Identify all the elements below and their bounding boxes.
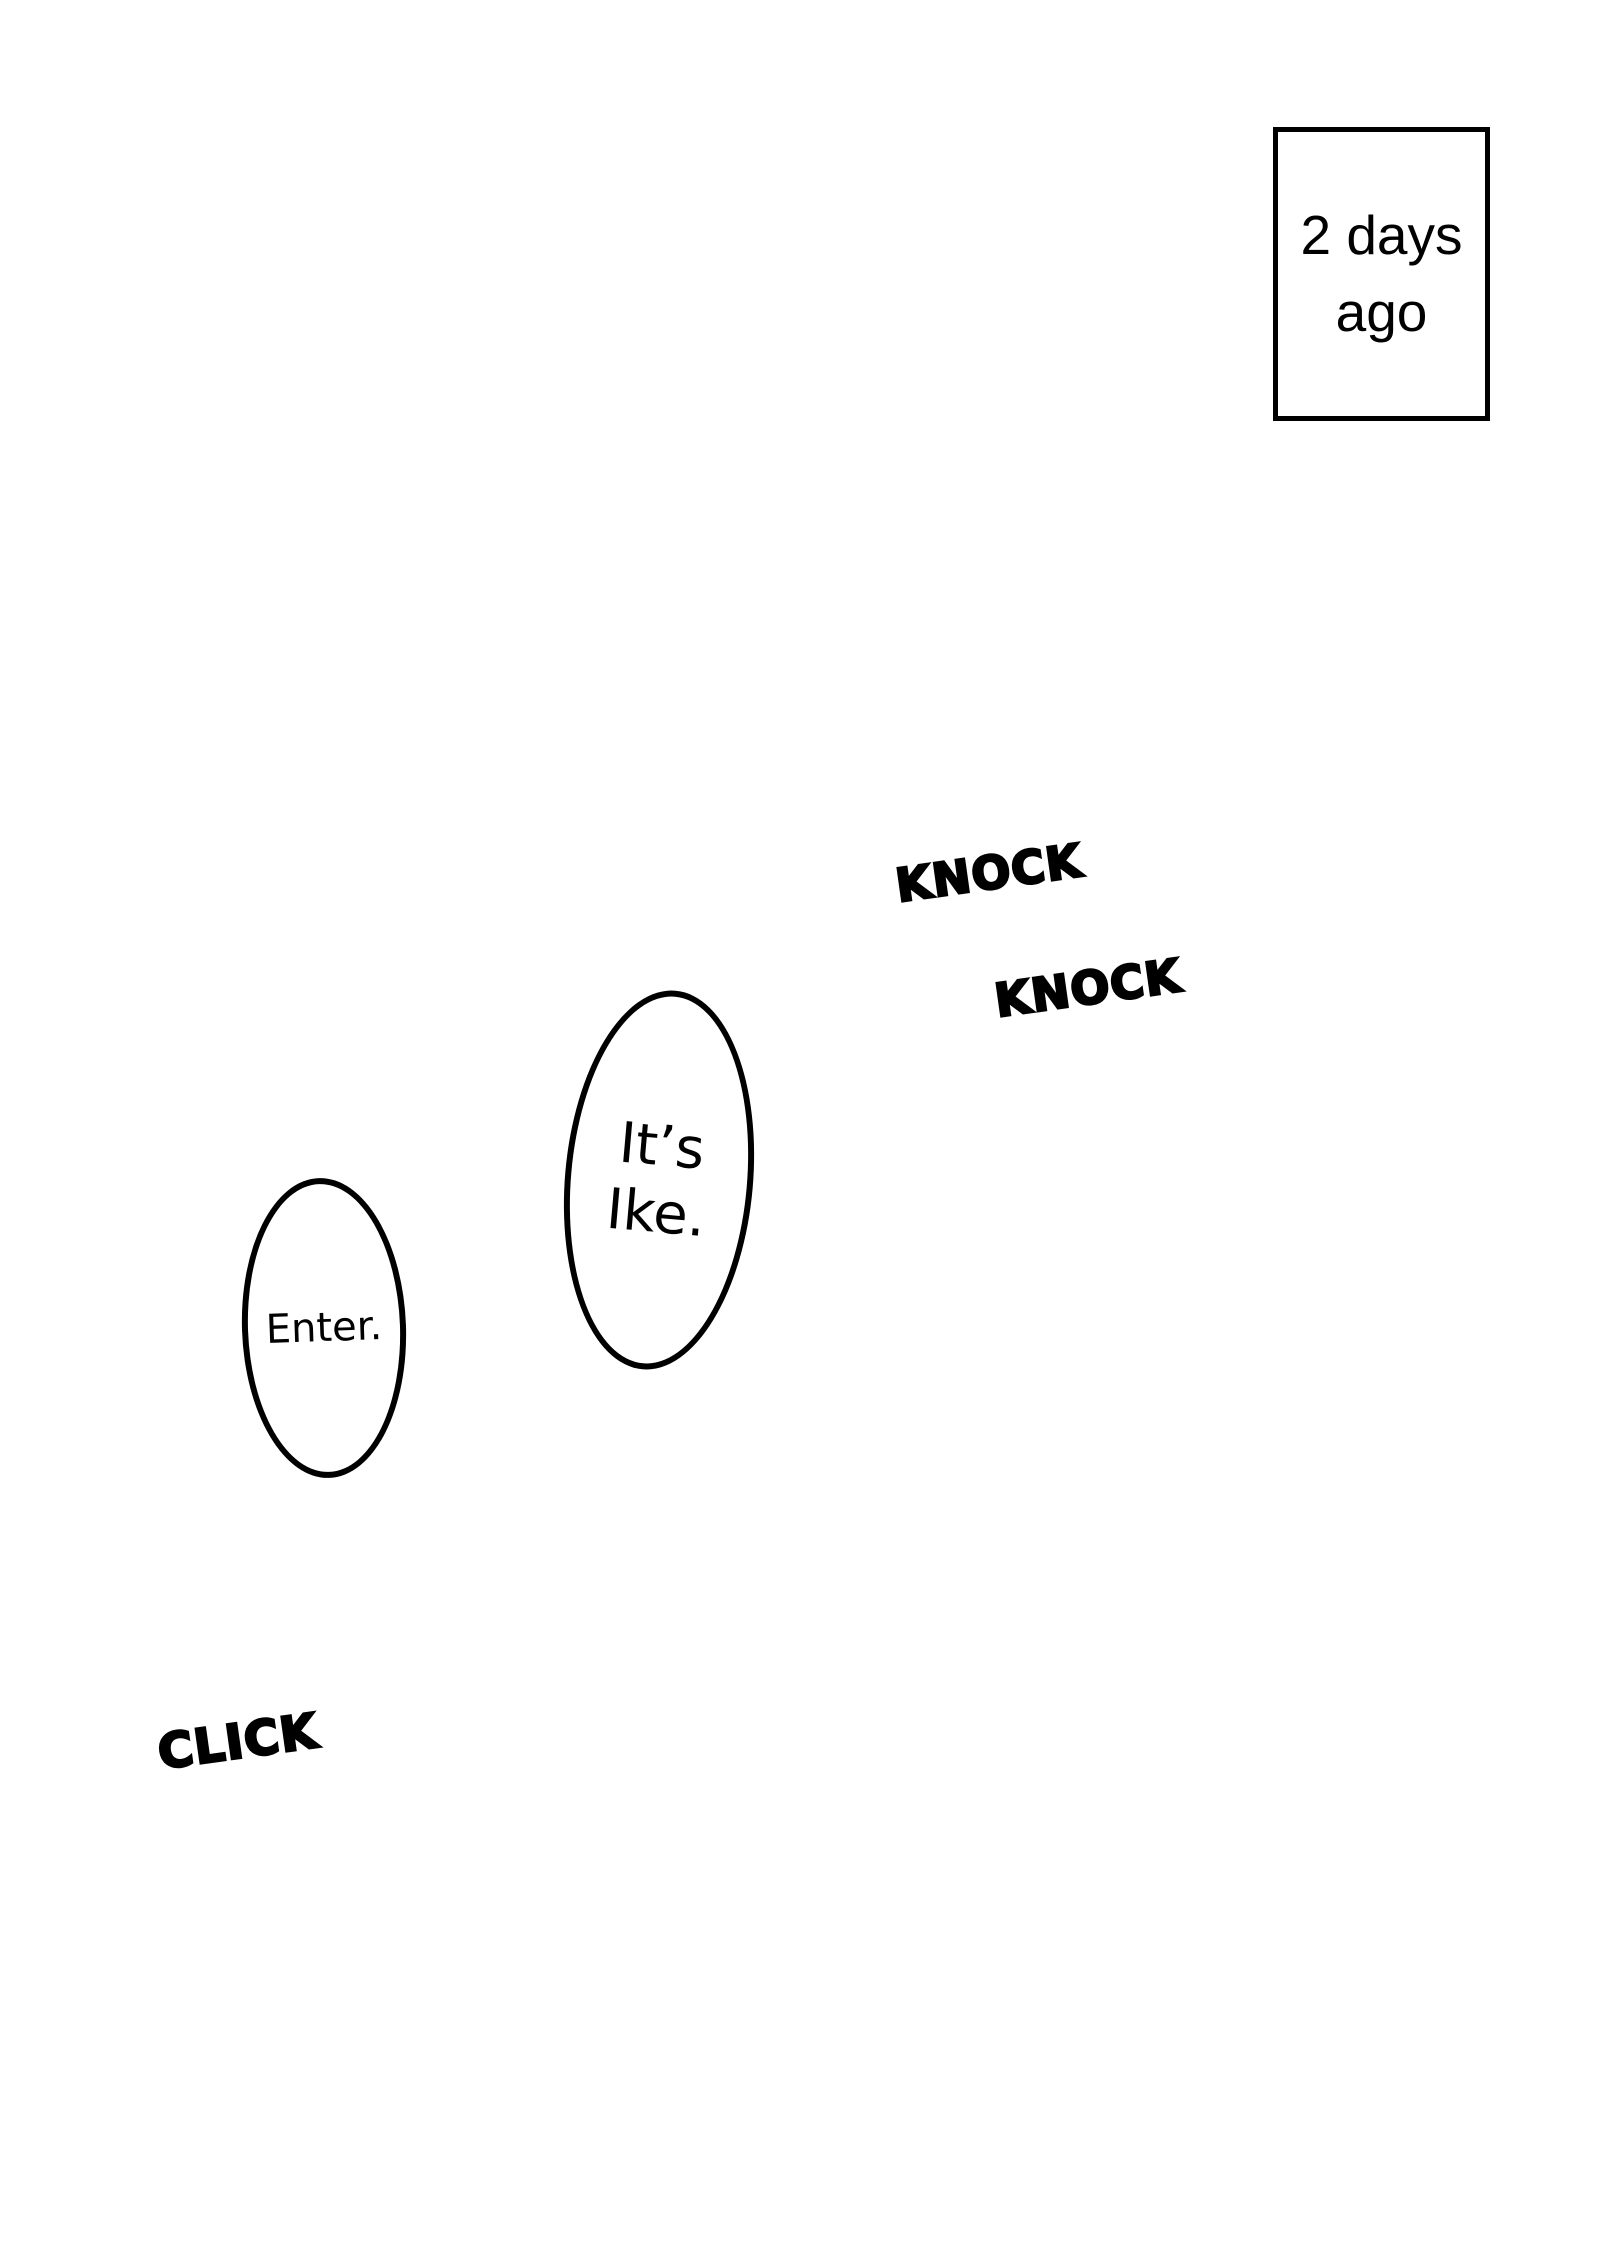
speech-bubble-its-ike: It’s Ike. <box>548 982 770 1378</box>
sfx-click: CLICK <box>153 1702 323 1782</box>
speech-bubble-enter-text: Enter. <box>265 1302 383 1354</box>
time-caption-box: 2 days ago <box>1273 127 1490 421</box>
bubble-line: It’s <box>616 1110 708 1183</box>
bubble-line: Ike. <box>603 1176 709 1251</box>
caption-line-2: ago <box>1335 281 1428 343</box>
sfx-knock-1: KNOCK <box>891 832 1087 914</box>
caption-line-1: 2 days <box>1300 204 1463 266</box>
speech-bubble-its-ike-text: It’s Ike. <box>604 1109 715 1252</box>
speech-bubble-enter: Enter. <box>236 1175 412 1481</box>
sfx-knock-2: KNOCK <box>990 947 1186 1029</box>
bubble-line: Enter. <box>265 1302 383 1354</box>
